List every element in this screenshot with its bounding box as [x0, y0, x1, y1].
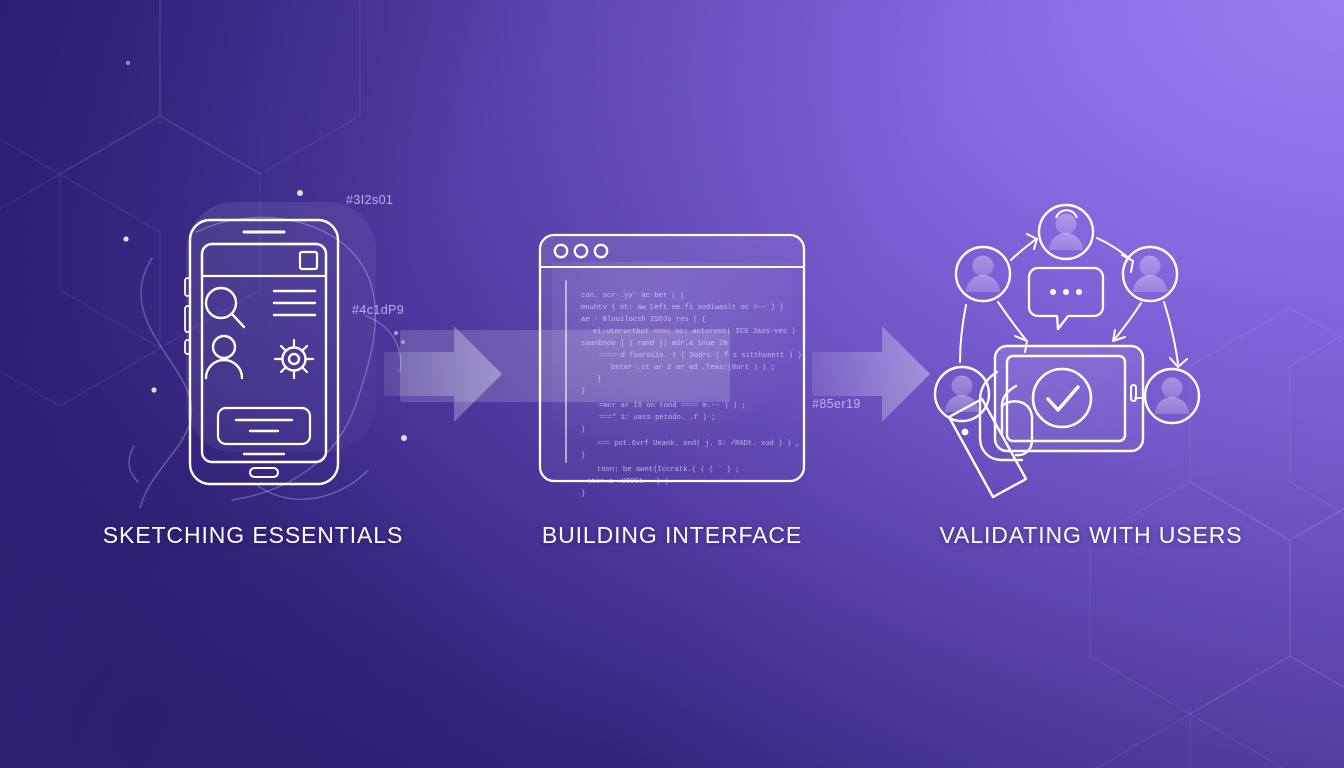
svg-text:mnuhtv { ot: aw Left ne.fi so: mnuhtv { ot: aw Left ne.fi sodiwaslt oc …	[581, 304, 784, 312]
window-dot-minimize	[573, 243, 589, 259]
svg-text:====-d fooroiis. t ( Sodrc ( f: ====-d fooroiis. t ( Sodrc ( f s sitthon…	[599, 352, 802, 360]
svg-text:===* 1: uass petodo. .f ) ;: ===* 1: uass petodo. .f ) ;	[599, 414, 715, 422]
svg-text:}: }	[581, 452, 585, 460]
svg-text:}: }	[581, 490, 585, 498]
mobile-wireframe-illustration	[184, 202, 376, 486]
avatar-lower-left	[933, 365, 991, 423]
chat-bubble-icon	[1027, 266, 1105, 331]
avatar-top	[1037, 203, 1095, 261]
avatar-upper-right	[1121, 245, 1179, 303]
svg-text:bnter-.st ar 2 or ad .Teas:(8o: bnter-.st ar 2 or ad .Teas:(8ort ) ) ;	[611, 364, 775, 372]
user-testing-illustration	[933, 203, 1201, 499]
caption-building-interface: BUILDING INTERFACE	[541, 522, 803, 548]
svg-text:ator.a- UO9St - ) ): ator.a- UO9St - ) )	[587, 478, 669, 486]
window-dot-close	[553, 243, 569, 259]
hash-tag-1: #3I2s01	[346, 193, 394, 207]
hash-tag-3: #85er19	[812, 397, 861, 411]
svg-text:}: }	[597, 376, 601, 384]
caption-sketching-essentials: SKETCHING ESSENTIALS	[102, 522, 404, 548]
svg-text:ei;utorurtbut mmmo oc: actoren: ei;utorurtbut mmmo oc: actorent( ICS Jao…	[593, 328, 796, 336]
step-validating-with-users: VALIDATING WITH USERS	[876, 150, 1306, 570]
flow-arrow-1	[384, 326, 502, 422]
svg-text:=mnr ar I6 on tond ==== m.: =mnr ar I6 on tond ==== m.-- ) ) ;	[599, 402, 746, 410]
hand-illustration	[947, 370, 1034, 499]
tablet-device	[993, 344, 1145, 453]
window-square-icon	[298, 250, 319, 271]
svg-text:con. scr-.yy' ac ber ( [: con. scr-.yy' ac ber ( [	[581, 292, 685, 300]
svg-text:ae - Nlouilocsh ISOJu res ( (: ae - Nlouilocsh ISOJu res ( (	[581, 316, 706, 324]
avatar-upper-left	[954, 245, 1012, 303]
avatar-lower-right	[1143, 367, 1201, 425]
window-dot-maximize	[593, 243, 609, 259]
code-lines: con. scr-.yy' ac ber ( [ mnuhtv { ot: aw…	[581, 292, 802, 498]
hash-tag-2: #4c1dP9	[352, 303, 405, 317]
code-browser-illustration: con. scr-.yy' ac ber ( [ mnuhtv { ot: aw…	[538, 233, 806, 498]
connector-arrows	[959, 233, 1188, 399]
step-sketching-essentials: SKETCHING ESSENTIALS	[38, 150, 468, 570]
caption-validating-with-users: VALIDATING WITH USERS	[939, 522, 1243, 548]
svg-text:}: }	[581, 426, 585, 434]
svg-text:saanbnoo ] ) rand ]) adr.a i: saanbnoo ] ) rand ]) adr.a inue 20	[581, 340, 728, 348]
checkmark-icon	[1031, 367, 1093, 429]
svg-text:toon: be awnt{Iccratk.( ( (: toon: be awnt{Iccratk.( ( ( ` ) ;	[597, 466, 739, 474]
svg-text:=== pot.6vrf Ueank. ond( j. S:: === pot.6vrf Ueank. ond( j. S: /RADt. xo…	[597, 440, 800, 448]
flow-arrow-2	[812, 326, 930, 422]
svg-text:}: }	[581, 388, 585, 396]
step-building-interface: con. scr-.yy' ac ber ( [ mnuhtv { ot: aw…	[457, 150, 887, 570]
